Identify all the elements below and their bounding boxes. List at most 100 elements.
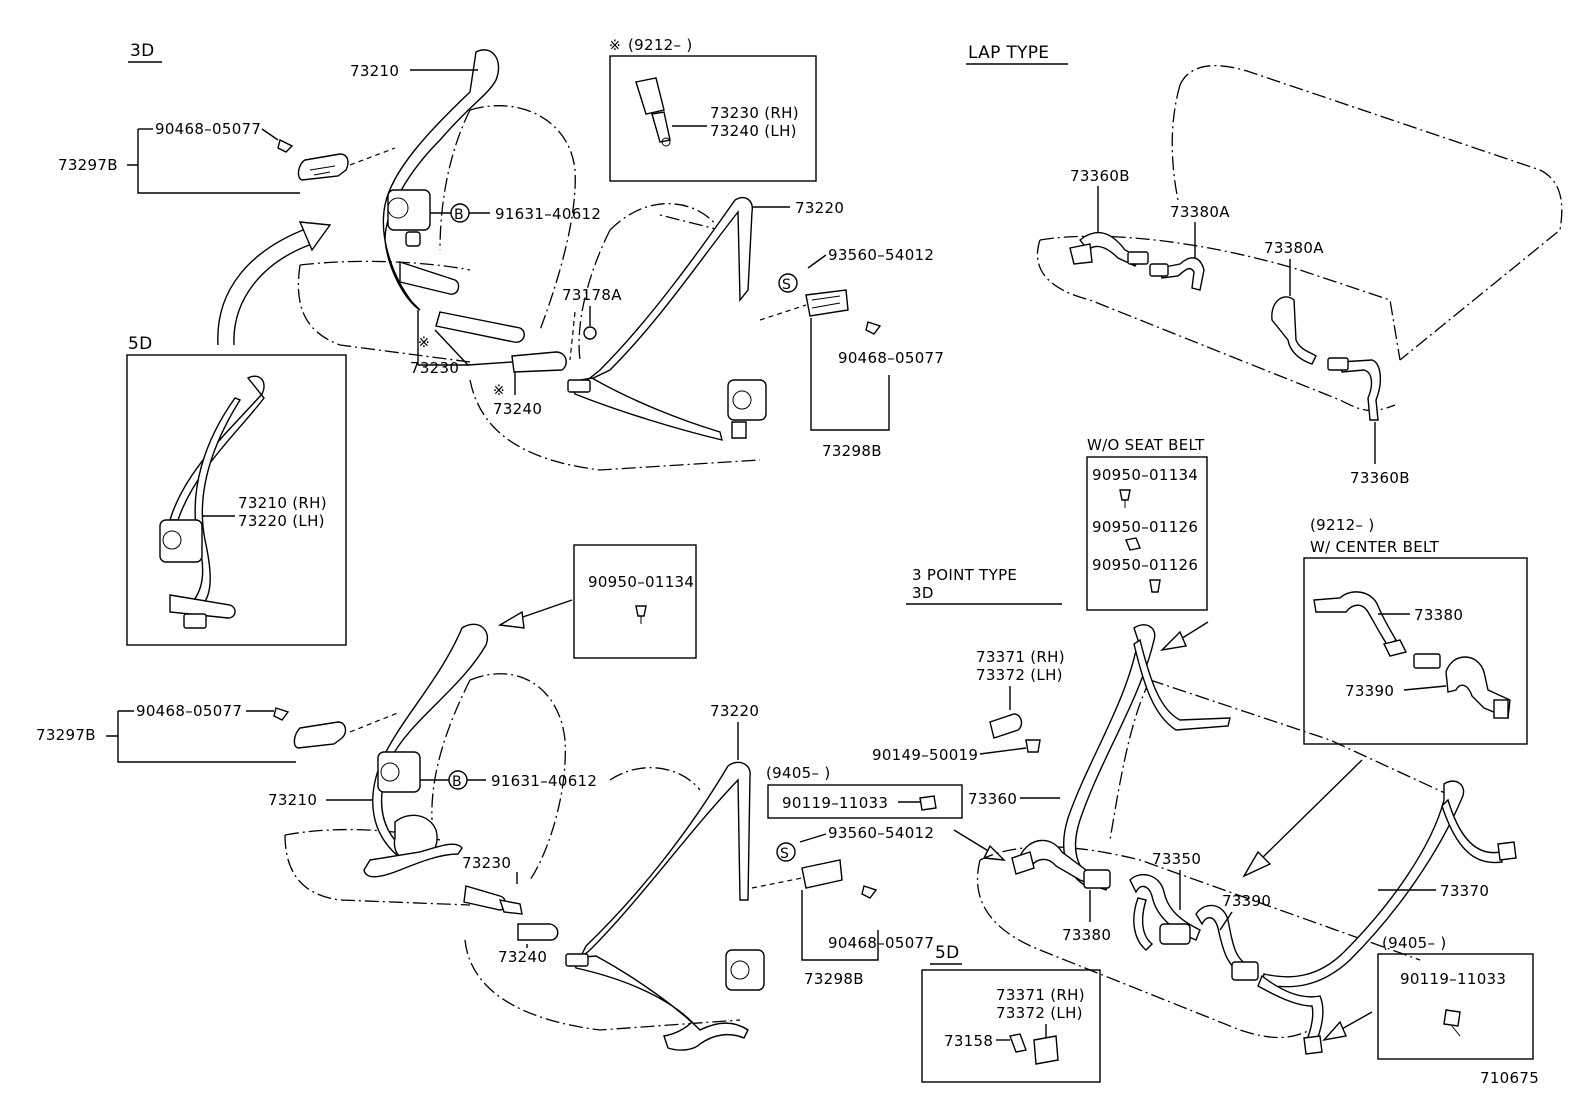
label-73240-bot: 73240 bbox=[498, 948, 547, 966]
clip-90468-mid bbox=[865, 321, 882, 335]
bolt-90119-a bbox=[919, 795, 937, 811]
rear-seat-lap-outline bbox=[1036, 64, 1563, 412]
arrow-5d-to-3d bbox=[217, 227, 313, 346]
buckle-73240-top bbox=[511, 351, 567, 373]
circle-s-bot bbox=[776, 842, 796, 862]
header-center-date: (9212– ) bbox=[1310, 516, 1375, 534]
label-73298b-bot: 73298B bbox=[804, 970, 864, 988]
wo-seat-belt-box: W/O SEAT BELT 90950–01134 90950–01126 90… bbox=[1086, 436, 1208, 611]
circle-s-bot-text: S bbox=[780, 846, 789, 862]
label-73380-b: 73380 bbox=[1062, 926, 1111, 944]
retractor-belt-bottom bbox=[372, 623, 489, 857]
header-wo-seat-belt: W/O SEAT BELT bbox=[1087, 436, 1205, 454]
buckle-73230-top bbox=[435, 311, 525, 343]
bolt-90950-01126-b bbox=[1149, 579, 1161, 593]
label-73297b-top: 73297B bbox=[58, 156, 118, 174]
note-9212-prefix: ※ bbox=[609, 38, 621, 54]
circle-b-bot-text: B bbox=[452, 774, 462, 790]
label-73230-bot: 73230 bbox=[462, 854, 511, 872]
header-lap-type: LAP TYPE bbox=[968, 43, 1049, 63]
lap-type-group: LAP TYPE 73360B 73380A 73380A 73360B bbox=[966, 43, 1563, 487]
label-93560-top: 93560–54012 bbox=[828, 246, 934, 264]
header-5d-top: 5D bbox=[128, 334, 153, 354]
buckle-73230-note bbox=[635, 77, 665, 115]
center-belt-73380 bbox=[1313, 591, 1397, 648]
circle-s-top-text: S bbox=[782, 277, 791, 293]
label-90468-bot-right: 90468–05077 bbox=[828, 934, 934, 952]
note-9212-box: ※ (9212– ) 73230 (RH) 73240 (LH) bbox=[609, 36, 817, 182]
note-9212-date: (9212– ) bbox=[628, 36, 693, 54]
label-73220-lh: 73220 (LH) bbox=[238, 512, 325, 530]
front-seat-outline-bottom bbox=[284, 673, 741, 1031]
label-73372-lh-b: 73372 (LH) bbox=[996, 1004, 1083, 1022]
belt-73370 bbox=[1261, 780, 1465, 988]
label-90468-mid: 90468–05077 bbox=[838, 349, 944, 367]
label-73390-center: 73390 bbox=[1345, 682, 1394, 700]
label-73230-rh: 73230 (RH) bbox=[710, 104, 799, 122]
rear-seat-3pt-outline bbox=[976, 679, 1461, 1039]
label-73372-lh-a: 73372 (LH) bbox=[976, 666, 1063, 684]
label-73360b-bot: 73360B bbox=[1350, 469, 1410, 487]
label-91631-bot: 91631–40612 bbox=[491, 772, 597, 790]
retractor-belt-73220-bot bbox=[579, 761, 751, 959]
label-73210-bot: 73210 bbox=[268, 791, 317, 809]
retractor-belt-top bbox=[382, 49, 500, 311]
clip-90468-bot-left bbox=[273, 707, 290, 721]
bolt-90950-01134-a bbox=[1119, 489, 1131, 501]
front-seat-outline-top bbox=[297, 105, 576, 363]
clip-90468-bot-right bbox=[861, 885, 878, 899]
label-73370: 73370 bbox=[1440, 882, 1489, 900]
header-9405-a: (9405– ) bbox=[766, 764, 831, 782]
bolt-90149 bbox=[1025, 739, 1041, 753]
header-3d-bottom: 3D bbox=[912, 584, 934, 602]
cover-73371 bbox=[989, 713, 1023, 739]
lap-belt-73360b-right bbox=[1339, 359, 1382, 421]
clip-73158 bbox=[1009, 1033, 1027, 1053]
label-73371-rh-a: 73371 (RH) bbox=[976, 648, 1065, 666]
label-73240-lh: 73240 (LH) bbox=[710, 122, 797, 140]
retractor-belt-73220-top bbox=[584, 196, 753, 383]
label-73210-top: 73210 bbox=[350, 62, 399, 80]
label-73380a-2: 73380A bbox=[1264, 239, 1324, 257]
retractor-unit-73220-top bbox=[727, 379, 767, 421]
bolt-90950-01126-a bbox=[1125, 537, 1141, 551]
cover-73297b-top bbox=[297, 153, 349, 181]
label-73210-rh: 73210 (RH) bbox=[238, 494, 327, 512]
circle-s-top bbox=[778, 273, 798, 293]
front-seat-3d-group: 3D 73210 90468–05077 73297B B 91631–4061… bbox=[58, 41, 944, 471]
label-73240-top: 73240 bbox=[493, 400, 542, 418]
label-90950-01126-b: 90950–01126 bbox=[1092, 556, 1198, 574]
buckle-73230-bot bbox=[463, 885, 506, 911]
anchor-cover-73298b-bot bbox=[801, 859, 843, 889]
label-73350: 73350 bbox=[1152, 850, 1201, 868]
lap-belt-73380a-1 bbox=[1159, 257, 1205, 291]
label-73360b-top: 73360B bbox=[1070, 167, 1130, 185]
label-73178a: 73178A bbox=[562, 286, 622, 304]
retractor-unit-73220-bot bbox=[725, 949, 765, 991]
label-93560-bot: 93560–54012 bbox=[828, 824, 934, 842]
button-73178a bbox=[583, 326, 597, 340]
label-73220-bot: 73220 bbox=[710, 702, 759, 720]
bolt-90119-b bbox=[1443, 1009, 1461, 1027]
label-73298b-top: 73298B bbox=[822, 442, 882, 460]
belt-5d-top bbox=[169, 375, 265, 521]
label-90468-bot-left: 90468–05077 bbox=[136, 702, 242, 720]
label-73380a-1: 73380A bbox=[1170, 203, 1230, 221]
anchor-cover-73298b-top bbox=[805, 289, 849, 317]
drawing-number: 710675 bbox=[1480, 1069, 1539, 1087]
label-91631-top: 91631–40612 bbox=[495, 205, 601, 223]
label-73360: 73360 bbox=[968, 790, 1017, 808]
buckle-73240-bot bbox=[517, 923, 559, 941]
header-3d-top: 3D bbox=[130, 41, 155, 61]
label-90950-01126-a: 90950–01126 bbox=[1092, 518, 1198, 536]
retractor-unit-top bbox=[387, 189, 431, 231]
center-belt-box: (9212– ) W/ CENTER BELT 73380 73390 bbox=[1303, 516, 1528, 745]
asterisk-73240: ※ bbox=[493, 383, 505, 399]
cover-73297b-bot bbox=[293, 721, 347, 749]
five-door-box-top: 5D 73210 (RH) 73220 (LH) bbox=[126, 334, 347, 646]
header-center-belt: W/ CENTER BELT bbox=[1310, 538, 1440, 556]
box-9405-right: (9405– ) 90119–11033 bbox=[1377, 934, 1534, 1060]
clip-90468-top bbox=[277, 138, 294, 153]
lap-belt-73360b-left bbox=[1079, 231, 1141, 267]
header-9405-b: (9405– ) bbox=[1382, 934, 1447, 952]
